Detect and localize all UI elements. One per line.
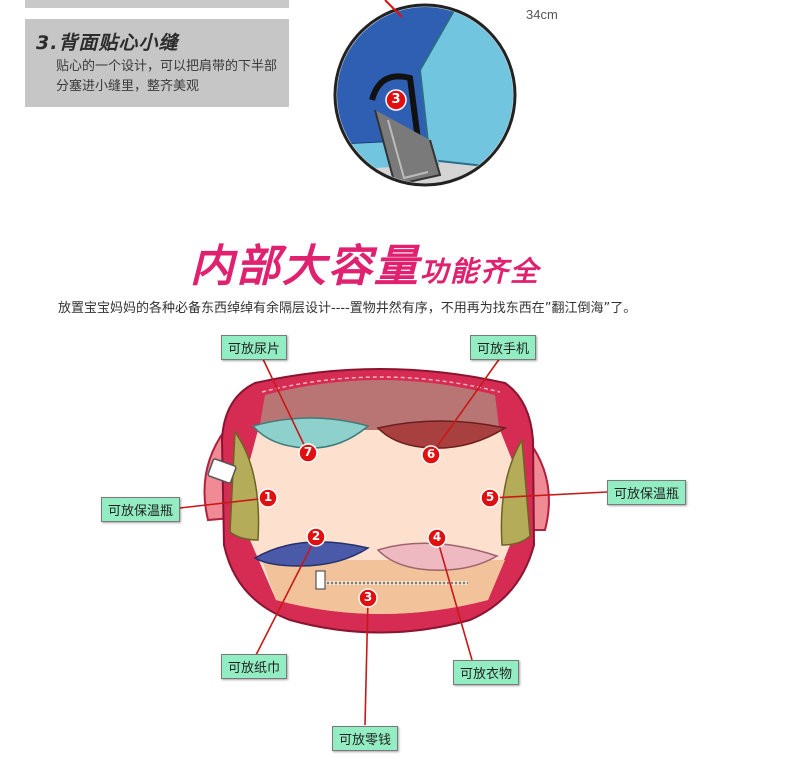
label-pocket-3: 可放零钱 — [332, 726, 398, 751]
marker-1: 1 — [262, 490, 274, 504]
label-pocket-4: 可放衣物 — [453, 660, 519, 685]
label-pocket-2: 可放纸巾 — [221, 654, 287, 679]
label-pocket-5: 可放保温瓶 — [607, 480, 686, 505]
marker-2: 2 — [310, 529, 322, 543]
label-pocket-7: 可放尿片 — [221, 335, 287, 360]
label-pocket-6: 可放手机 — [470, 335, 536, 360]
marker-7: 7 — [302, 445, 314, 459]
marker-5: 5 — [484, 490, 496, 504]
marker-3: 3 — [362, 590, 374, 604]
marker-4: 4 — [431, 530, 443, 544]
marker-6: 6 — [425, 447, 437, 461]
label-pocket-1: 可放保温瓶 — [101, 497, 180, 522]
